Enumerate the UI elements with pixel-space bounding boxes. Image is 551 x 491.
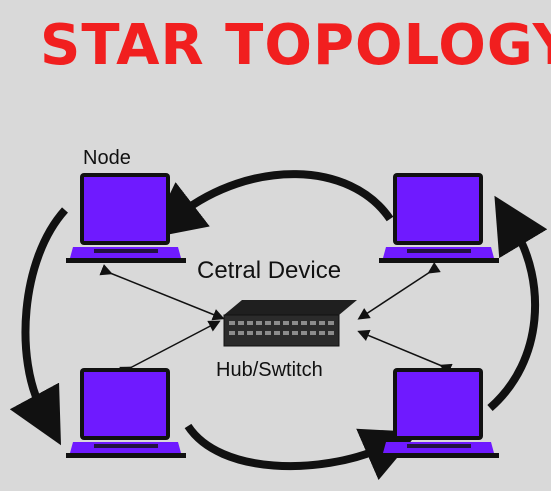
- diagram-title: STAR TOPOLOGY: [40, 13, 551, 78]
- laptop-icon: [379, 368, 499, 458]
- central-device-label: Cetral Device: [197, 257, 341, 284]
- laptop-bottom-left: [66, 368, 186, 458]
- laptop-top-right: [379, 173, 499, 263]
- laptop-icon: [66, 173, 186, 263]
- network-switch-icon: [223, 300, 357, 347]
- connection-bottom-right: [357, 329, 453, 375]
- arrow-right: [487, 195, 548, 412]
- laptop-icon: [379, 173, 499, 263]
- connection-bottom-left: [119, 320, 221, 378]
- laptop-icon: [66, 368, 186, 458]
- laptop-top-left: [66, 173, 186, 263]
- hub-switch-label: Hub/Swtitch: [216, 359, 323, 381]
- arrow-bottom: [184, 423, 419, 481]
- arrow-left: [9, 207, 68, 446]
- arrow-top: [148, 170, 394, 239]
- connection-top-left: [99, 264, 225, 321]
- connection-top-right: [357, 262, 441, 320]
- laptop-bottom-right: [379, 368, 499, 458]
- node-label: Node: [83, 147, 131, 169]
